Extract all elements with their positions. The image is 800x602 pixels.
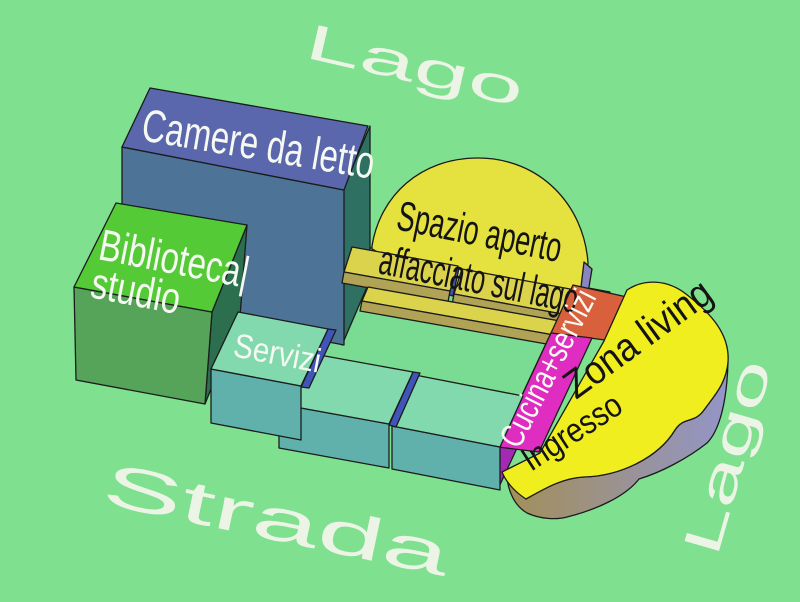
bedrooms-block-top-face — [121, 87, 369, 191]
living-zone-top-face — [501, 281, 729, 500]
services-box1-top-face — [210, 311, 329, 387]
library-block-top-face — [73, 202, 248, 313]
